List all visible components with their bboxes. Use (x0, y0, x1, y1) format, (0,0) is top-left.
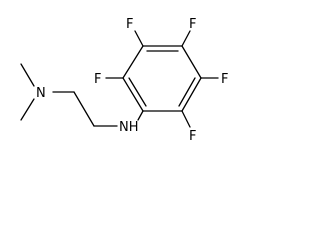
ring-bond-2 (181, 45, 202, 79)
structure-diagram: F F F F F N NH (20, 17, 228, 144)
atom-f-left: F (94, 72, 101, 87)
atom-f-right: F (221, 72, 228, 87)
benzene-ring (122, 45, 202, 112)
bond-n-methyl-down (20, 98, 35, 121)
atom-f-top-right: F (189, 17, 196, 32)
ring-bond-6 (122, 45, 144, 79)
bond-c-nh (137, 110, 144, 121)
atom-f-bottom: F (189, 129, 196, 144)
substituent-bonds (20, 30, 219, 128)
molecule-svg: F F F F F N NH (20, 17, 228, 144)
bond-c-f-top-left (134, 30, 144, 47)
bond-c-f-bottom (181, 110, 191, 128)
atom-nh: NH (119, 120, 139, 135)
ring-bond-5 (122, 77, 144, 112)
atom-f-top-left: F (126, 17, 133, 32)
ring-bond-5-inner (128, 77, 147, 107)
atom-n-dimethyl: N (36, 86, 46, 101)
bond-ch2-ch2 (73, 91, 95, 127)
bond-n-methyl-up (20, 63, 35, 87)
ring-bond-3-inner (178, 77, 196, 107)
atom-labels: F F F F F N NH (36, 17, 228, 144)
bond-c-f-top-right (181, 30, 191, 47)
ring-bond-3 (181, 77, 202, 112)
